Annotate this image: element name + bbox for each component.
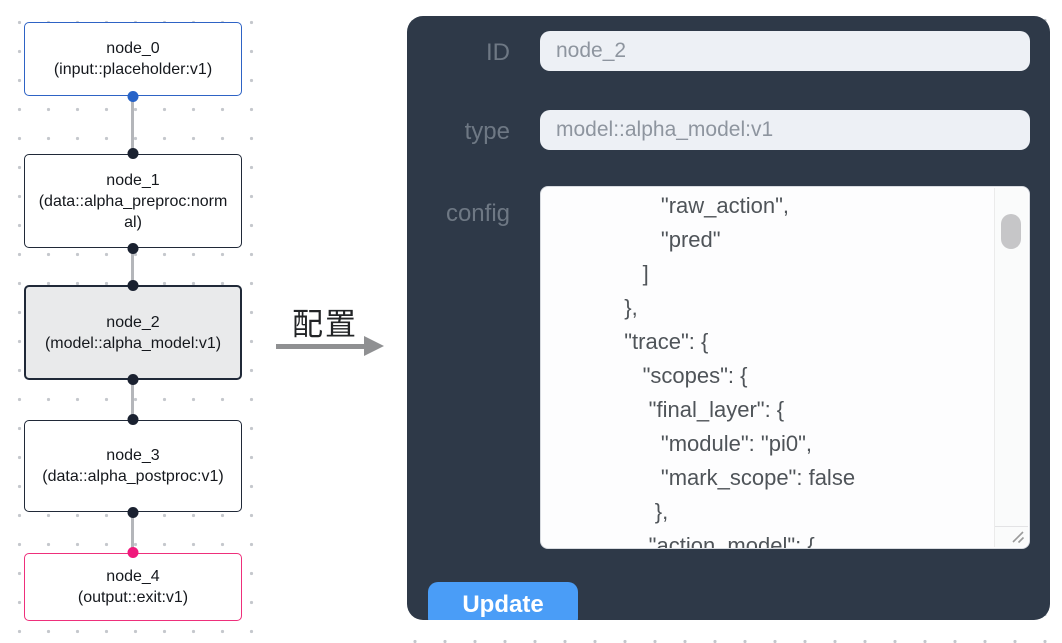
node-id: node_3	[106, 447, 160, 464]
graph-node-node_1[interactable]: node_1 (data::alpha_preproc:normal)	[24, 148, 242, 254]
graph-node-node_2-selected[interactable]: node_2 (model::alpha_model:v1)	[24, 280, 242, 385]
input-port-icon[interactable]	[127, 547, 139, 558]
type-field-label: type	[464, 118, 510, 145]
node-type: (data::alpha_preproc:normal)	[38, 192, 228, 231]
node-type: (model::alpha_model:v1)	[44, 334, 222, 352]
type-input[interactable]	[540, 110, 1030, 150]
scrollbar-corner	[995, 526, 1028, 547]
input-port-icon[interactable]	[127, 414, 139, 425]
id-field-label: ID	[486, 39, 510, 66]
config-field-label: config	[445, 200, 510, 227]
node-id: node_2	[106, 313, 160, 331]
input-port-icon[interactable]	[127, 148, 139, 159]
node-type: (data::alpha_postproc:v1)	[42, 468, 224, 485]
output-port-icon[interactable]	[127, 91, 139, 102]
scrollbar-track[interactable]	[994, 188, 1028, 547]
edge-node3-node4	[131, 512, 134, 553]
config-textarea[interactable]: "raw_action", "pred" ] }, "trace": { "sc…	[540, 186, 1030, 549]
scrollbar-thumb[interactable]	[1001, 214, 1021, 249]
resize-handle-icon[interactable]	[1009, 528, 1025, 544]
edge-node0-node1	[131, 96, 134, 154]
input-port-icon[interactable]	[127, 280, 139, 291]
node-type: (input::placeholder:v1)	[53, 61, 213, 78]
edge-node1-node2	[131, 248, 134, 285]
configure-annotation: 配置	[292, 307, 358, 342]
update-button[interactable]: Update	[428, 582, 578, 620]
right-arrow-head-icon	[364, 336, 384, 356]
output-port-icon[interactable]	[127, 243, 139, 254]
node-id: node_0	[106, 40, 160, 57]
node-graph-canvas: node_0 (input::placeholder:v1) node_1 (d…	[0, 0, 272, 643]
output-port-icon[interactable]	[127, 507, 139, 518]
node-type: (output::exit:v1)	[77, 589, 189, 606]
node-id: node_4	[106, 568, 160, 585]
node-id: node_1	[106, 171, 160, 189]
id-input[interactable]	[540, 31, 1030, 71]
output-port-icon[interactable]	[127, 374, 139, 385]
edge-node2-node3	[131, 380, 134, 420]
panel-canvas: ID type config "raw_action", "pred" ] },…	[396, 0, 1062, 643]
node-config-panel: ID type config "raw_action", "pred" ] },…	[407, 16, 1050, 620]
graph-node-node_0[interactable]: node_0 (input::placeholder:v1)	[24, 22, 242, 102]
graph-node-node_4[interactable]: node_4 (output::exit:v1)	[24, 547, 242, 621]
config-json-text: "raw_action", "pred" ] }, "trace": { "sc…	[624, 193, 856, 549]
right-arrow-icon	[276, 344, 365, 349]
graph-node-node_3[interactable]: node_3 (data::alpha_postproc:v1)	[24, 414, 242, 518]
